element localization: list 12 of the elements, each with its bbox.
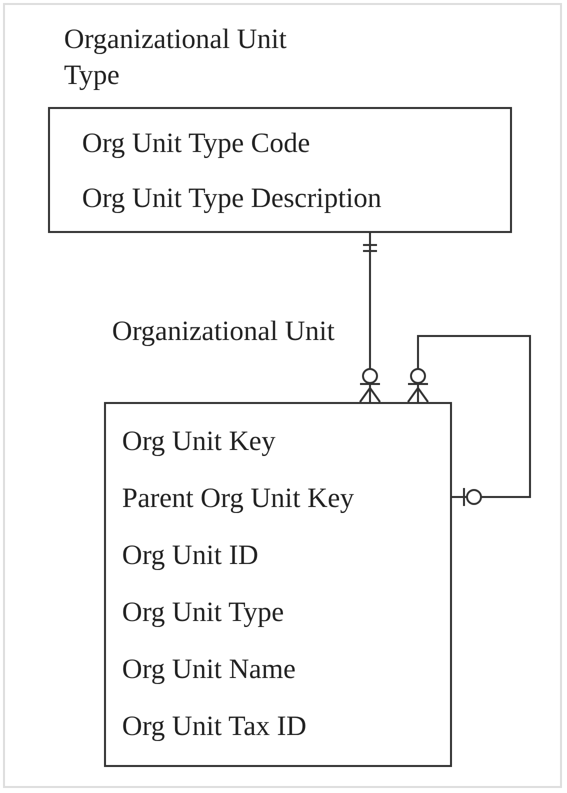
attribute-name: Org Unit Name [122, 653, 296, 687]
relationship-line [359, 233, 381, 403]
attribute-name: Parent Org Unit Key [122, 482, 354, 516]
attribute-name: Org Unit Type Description [82, 182, 382, 216]
attribute-name: Org Unit Type [122, 596, 284, 630]
relationship-line [407, 335, 531, 507]
attribute-name: Org Unit Tax ID [122, 710, 306, 744]
entity-name: Organizational Unit Type [64, 23, 288, 93]
attribute-name: Org Unit Key [122, 425, 276, 459]
entity-name: Organizational Unit [112, 315, 336, 349]
attribute-name: Org Unit ID [122, 539, 258, 573]
attribute-name: Org Unit Type Code [82, 127, 310, 161]
